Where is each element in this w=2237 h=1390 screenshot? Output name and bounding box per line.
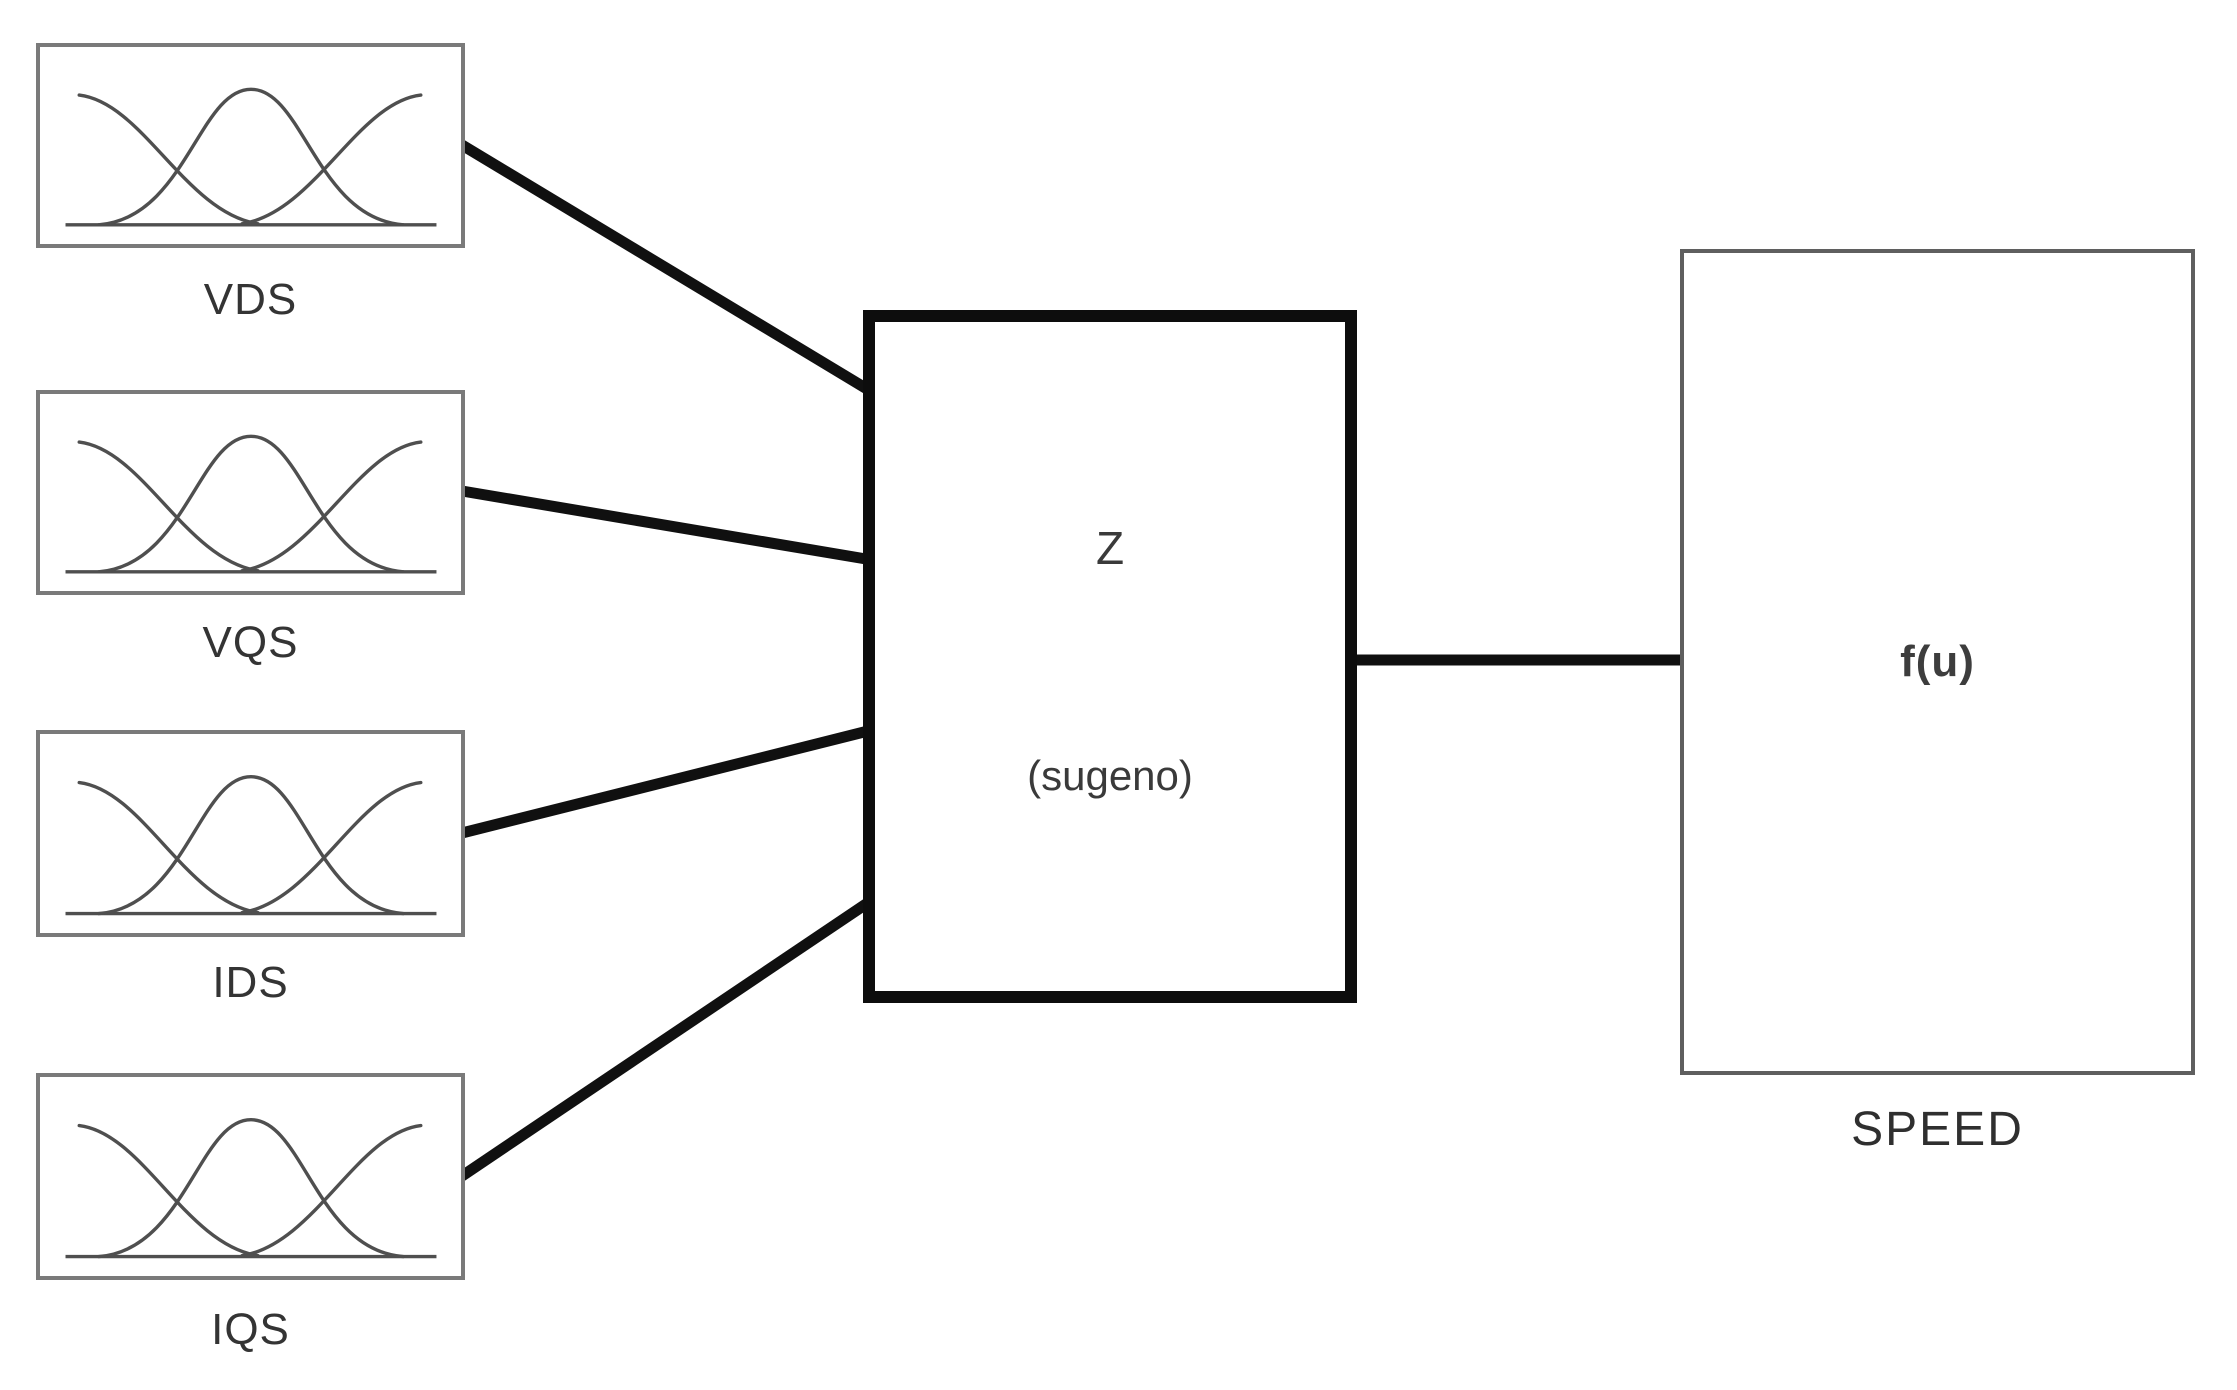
input-label-iqs: IQS [211,1305,290,1354]
output-label: SPEED [1851,1103,2024,1156]
connection-line-ids-to-rule [460,724,874,839]
membership-functions-icon [65,1118,437,1259]
input-label-vqs: VQS [202,618,299,667]
input-node-iqs[interactable] [36,1073,465,1280]
membership-functions-icon [65,87,437,227]
rule-block-method: (sugeno) [1027,752,1193,799]
input-label-vds: VDS [203,275,298,324]
rule-block-node[interactable]: Z (sugeno) [863,310,1357,1003]
membership-functions-icon [65,775,437,916]
output-formula: f(u) [1900,637,1975,686]
membership-functions-icon [65,434,437,574]
input-label-ids: IDS [212,958,289,1007]
connection-line-iqs-to-rule [458,895,876,1181]
input-node-vds[interactable] [36,43,465,248]
connection-line-vqs-to-rule [461,485,873,566]
input-node-vqs[interactable] [36,390,465,595]
input-node-ids[interactable] [36,730,465,937]
output-node-speed[interactable]: f(u) [1680,249,2195,1075]
rule-block-name: Z [1095,522,1125,574]
connection-line-vds-to-rule [459,140,875,397]
